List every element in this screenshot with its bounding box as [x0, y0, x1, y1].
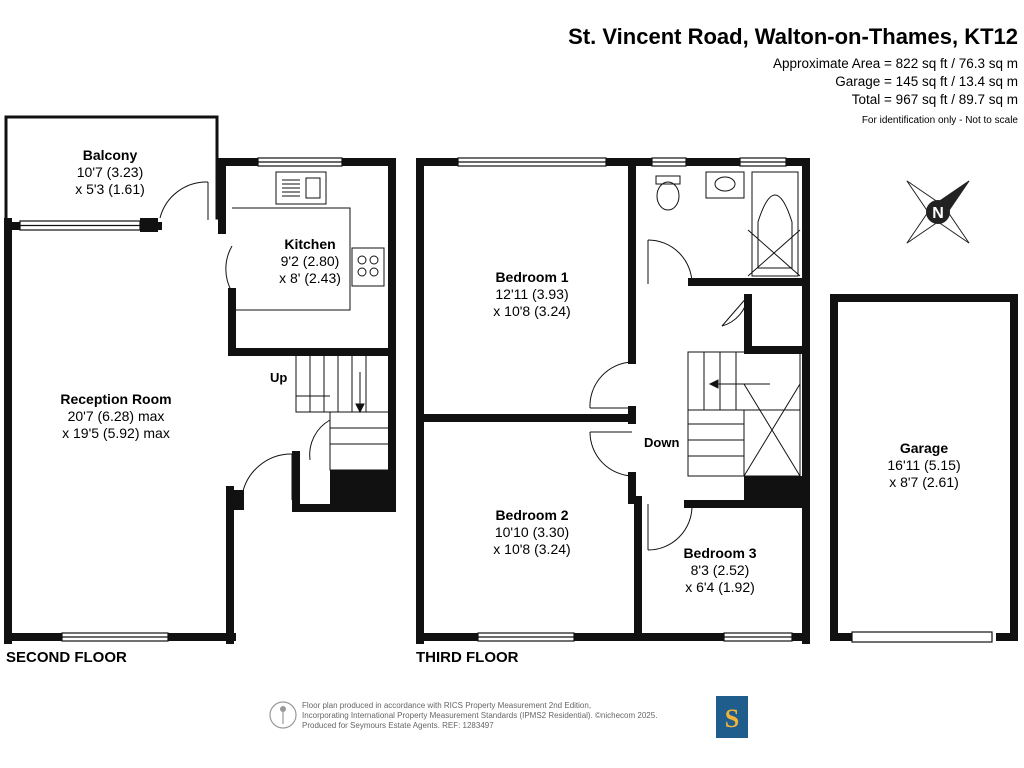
- seymours-logo: S: [716, 696, 748, 738]
- compass-icon: [906, 180, 970, 244]
- room-name: Bedroom 1: [495, 269, 568, 285]
- room-dim: x 19'5 (5.92) max: [62, 425, 170, 441]
- room-label-balcony: Balcony 10'7 (3.23) x 5'3 (1.61): [75, 147, 145, 197]
- third-floor-doors: [589, 239, 749, 551]
- footer-line: Floor plan produced in accordance with R…: [302, 701, 591, 710]
- room-name: Balcony: [83, 147, 138, 163]
- second-floor-doors: [159, 181, 331, 500]
- kitchen-fittings: [232, 171, 385, 311]
- disclaimer: For identification only - Not to scale: [862, 115, 1019, 126]
- garage-area: Garage = 145 sq ft / 13.4 sq m: [835, 74, 1018, 89]
- third-floor-stairs: [687, 351, 801, 477]
- room-dim: 8'3 (2.52): [691, 562, 750, 578]
- room-dim: 9'2 (2.80): [281, 253, 340, 269]
- room-label-kitchen: Kitchen 9'2 (2.80) x 8' (2.43): [279, 236, 341, 286]
- room-name: Bedroom 2: [495, 507, 568, 523]
- room-dim: 16'11 (5.15): [887, 457, 960, 473]
- second-floor-stairs: [295, 356, 392, 471]
- room-name: Reception Room: [60, 391, 171, 407]
- second-floor-walls: [4, 115, 396, 644]
- stairs-up-label: Up: [270, 370, 287, 385]
- room-dim: x 10'8 (3.24): [493, 541, 570, 557]
- footer-line: Produced for Seymours Estate Agents. REF…: [302, 721, 494, 730]
- room-dim: x 8'7 (2.61): [889, 474, 959, 490]
- property-title: St. Vincent Road, Walton-on-Thames, KT12: [568, 24, 1018, 49]
- room-label-reception: Reception Room 20'7 (6.28) max x 19'5 (5…: [60, 391, 171, 441]
- room-dim: x 5'3 (1.61): [75, 181, 145, 197]
- third-floor-windows: [457, 157, 793, 642]
- room-dim: 10'10 (3.30): [495, 524, 569, 540]
- door-stub: [232, 490, 244, 510]
- garage-walls: [830, 294, 1018, 641]
- room-label-bedroom2: Bedroom 2 10'10 (3.30) x 10'8 (3.24): [493, 507, 570, 557]
- third-stair-block: [744, 476, 808, 506]
- room-label-bedroom1: Bedroom 1 12'11 (3.93) x 10'8 (3.24): [493, 269, 570, 319]
- wall-stub: [140, 218, 158, 232]
- room-dim: x 8' (2.43): [279, 270, 341, 286]
- room-name: Garage: [900, 440, 948, 456]
- room-dim: 20'7 (6.28) max: [68, 408, 165, 424]
- room-name: Bedroom 3: [683, 545, 756, 561]
- compass-letter: N: [932, 205, 944, 222]
- room-dim: 10'7 (3.23): [77, 164, 144, 180]
- total-area: Total = 967 sq ft / 89.7 sq m: [852, 92, 1018, 107]
- approximate-area: Approximate Area = 822 sq ft / 76.3 sq m: [773, 56, 1018, 71]
- room-dim: x 10'8 (3.24): [493, 303, 570, 319]
- room-label-bedroom3: Bedroom 3 8'3 (2.52) x 6'4 (1.92): [683, 545, 756, 595]
- footer-line: Incorporating International Property Mea…: [302, 711, 657, 720]
- logo-letter: S: [725, 704, 739, 733]
- room-name: Kitchen: [284, 236, 335, 252]
- second-floor-windows: [19, 157, 343, 642]
- room-label-garage: Garage 16'11 (5.15) x 8'7 (2.61): [887, 440, 960, 490]
- third-floor-label: THIRD FLOOR: [416, 649, 519, 666]
- room-dim: 12'11 (3.93): [495, 286, 568, 302]
- stairs-down-label: Down: [644, 435, 679, 450]
- room-dim: x 6'4 (1.92): [685, 579, 755, 595]
- bathroom-fittings: [655, 171, 801, 277]
- second-floor-label: SECOND FLOOR: [6, 649, 127, 666]
- garage-door: [851, 631, 993, 643]
- ipms-icon: [269, 701, 297, 729]
- stair-block: [330, 470, 396, 512]
